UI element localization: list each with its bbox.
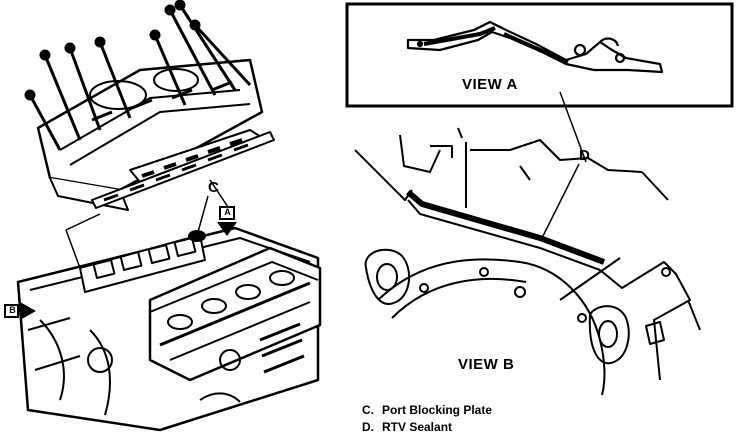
engine-exploded-illustration [16,0,322,432]
assembly-guide-lines [65,179,231,269]
port-blocking-plate [188,230,206,242]
callout-c-leader [197,195,209,233]
view-a-arrow-label: A [224,207,231,217]
intake-gaskets [91,131,275,209]
manifold-bolts [24,0,252,151]
view-a-arrow [217,206,237,236]
view-a-manifold-end-seal [406,20,664,74]
view-b-illustration [354,127,701,396]
view-a-title: VIEW A [462,76,518,93]
legend-item-c: C.Port Blocking Plate [362,403,493,417]
legend: C.Port Blocking Plate D.RTV Sealant [362,402,492,436]
view-a-panel [345,2,734,108]
callout-c-label: C [208,179,219,196]
rtv-sealant-bead [406,189,606,265]
view-b-title: VIEW B [458,356,515,373]
callout-d-label: D [579,147,590,164]
intake-manifold [36,58,267,211]
view-b-arrow-label: B [9,305,16,315]
legend-item-d: D.RTV Sealant [362,420,453,434]
engine-block [16,226,322,432]
callout-d-leaders [540,91,587,241]
view-b-arrow [4,302,36,320]
